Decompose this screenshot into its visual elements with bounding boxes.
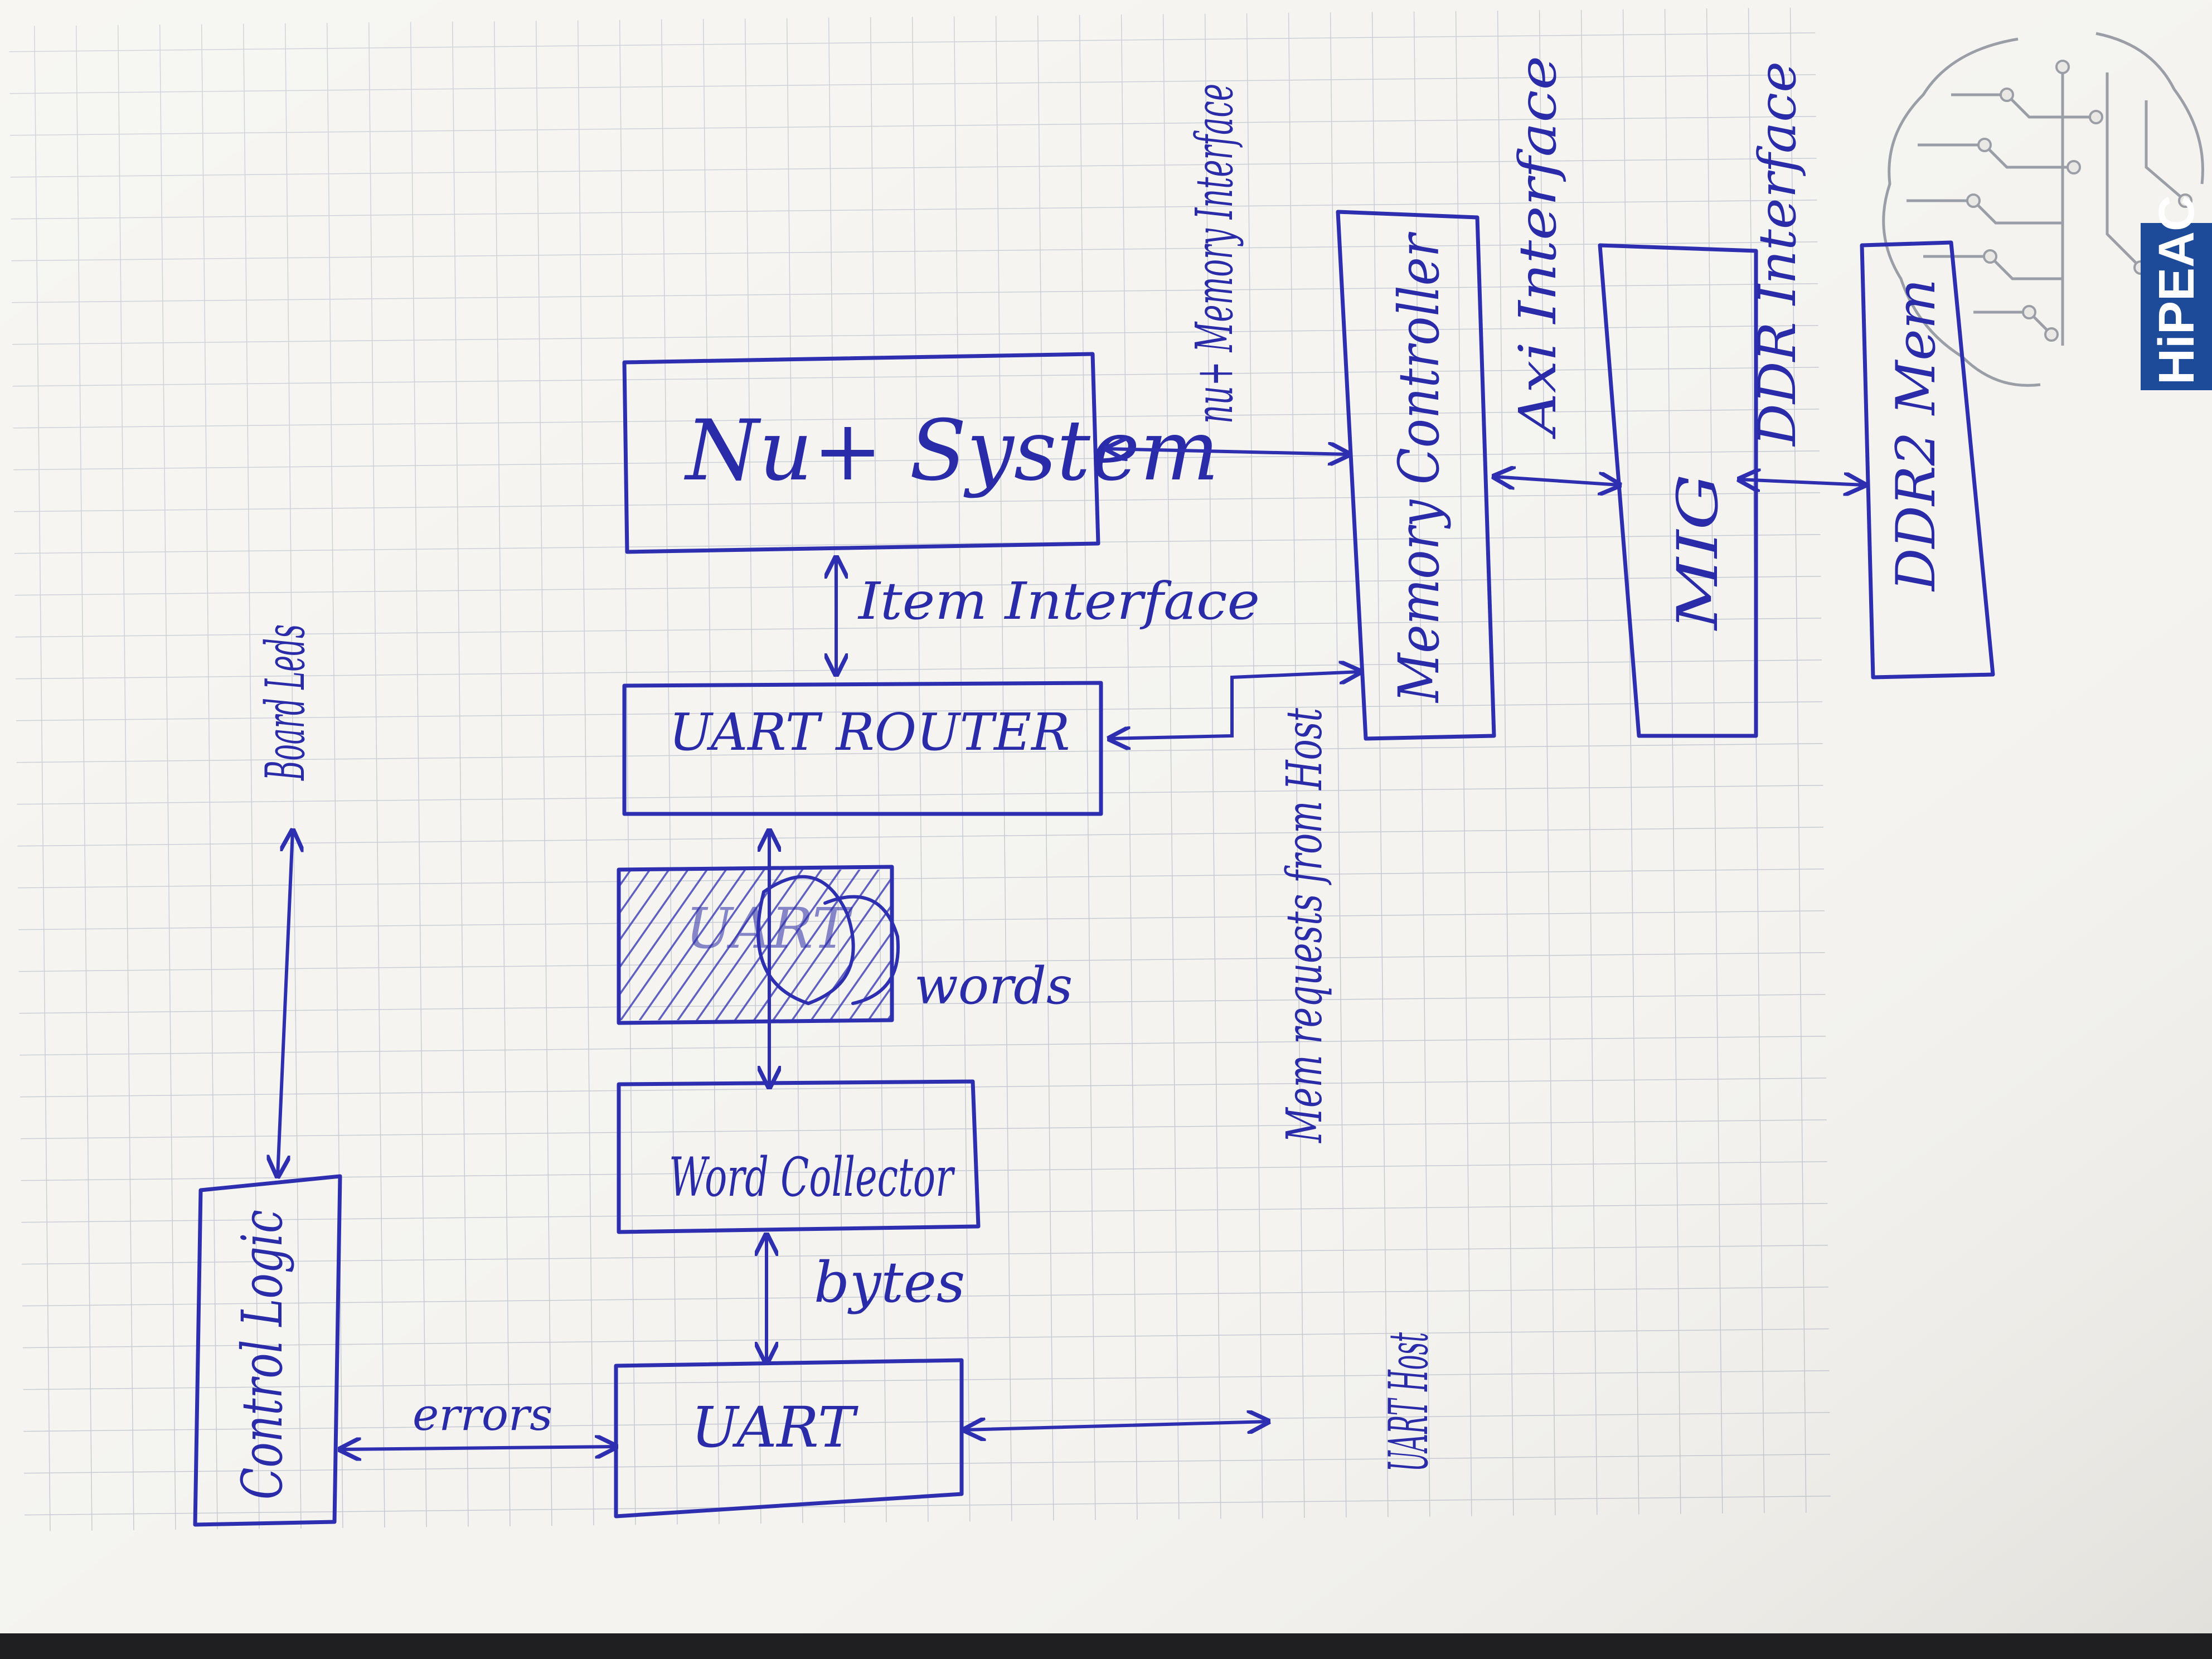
hipeac-logo: HiPEAC [1882,32,2212,390]
uart-label: UART [691,1395,858,1460]
item-interface-label: Item Interface [857,571,1260,631]
ddr-interface-label: DDR Interface [1748,61,1807,447]
word-collector-block: Word Collector [617,1079,981,1234]
uart-block: UART [614,1358,964,1519]
uart-to-host-arrow [964,1422,1268,1430]
uart-router-block: UART ROUTER [622,681,1103,816]
mig-block: MIG [1598,243,1758,738]
control-logic-block: Control Logic [193,1174,342,1527]
axi-interface-label: Axi Interface [1508,56,1568,440]
memory-to-mig-arrow [1494,477,1619,485]
ddr2-mem-block: DDR2 Mem [1860,240,1995,680]
router-to-memory-arrow [1109,672,1360,739]
word-collector-label: Word Collector [669,1146,955,1209]
nu-to-memory-arrow [1107,449,1349,454]
scratched-uart-block: UART [617,865,900,1025]
uart-router-label: UART ROUTER [669,702,1070,762]
control-to-leds-arrow [278,831,293,1176]
errors-label: errors [413,1389,552,1440]
mem-requests-from-host-label: Mem requests from Host [1275,708,1333,1144]
board-leds-label: Board Leds [254,624,317,781]
hipeac-logo-text: HiPEAC [2149,195,2205,385]
memory-controller-block: Memory Controller [1336,210,1496,741]
uart-host-label: UART Host [1377,1332,1440,1472]
words-label: words [914,956,1073,1016]
bytes-label: bytes [814,1250,965,1315]
memory-controller-label: Memory Controller [1386,232,1452,704]
circuit-brain-icon [1882,32,2204,387]
control-logic-label: Control Logic [230,1210,295,1500]
mig-to-ddr2-arrow [1739,479,1865,485]
nu-memory-interface-label: nu+ Memory Interface [1185,84,1244,424]
mig-label: MIG [1665,474,1730,632]
ddr2-mem-label: DDR2 Mem [1885,279,1947,592]
control-to-uart-arrow [340,1447,616,1449]
